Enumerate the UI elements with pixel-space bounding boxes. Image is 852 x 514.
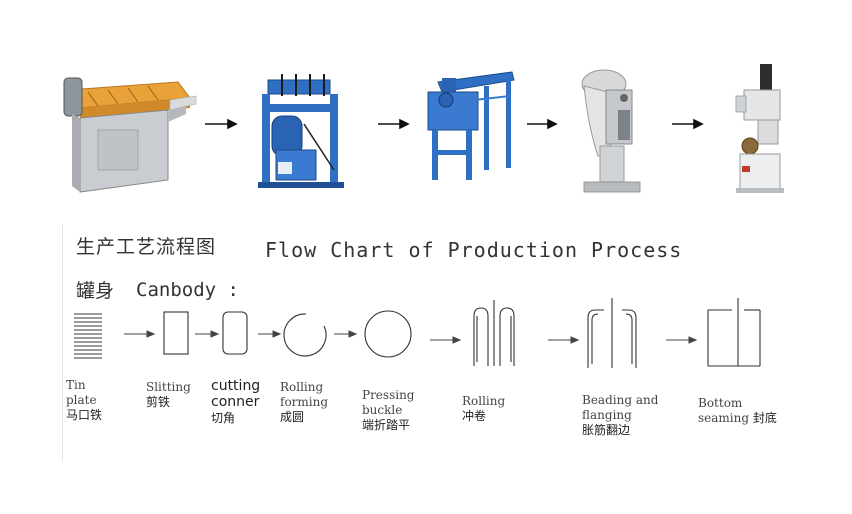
process-arrow-5 (430, 336, 462, 344)
step-en-2: flanging (582, 408, 632, 422)
step-en-1: Rolling (462, 394, 506, 408)
machine-arrow-4 (672, 118, 704, 130)
section-label-chinese: 罐身 (76, 280, 115, 302)
step-label-bottom-seaming: Bottom seaming 封底 (698, 396, 777, 426)
title-chinese: 生产工艺流程图 (76, 236, 217, 258)
process-arrow-3 (258, 330, 282, 338)
step-cn: 剪铁 (146, 395, 171, 409)
process-arrow-4 (334, 330, 358, 338)
tin-plate-symbol (74, 313, 102, 359)
step-label-rolling: Rolling 冲卷 (462, 394, 505, 424)
bottom-seaming-symbol (707, 298, 761, 367)
step-label-beading-flanging: Beading and flanging 胀筋翻边 (582, 393, 658, 438)
pressing-circle-symbol (364, 310, 412, 358)
step-en-2: forming (280, 395, 329, 409)
cut-corner-symbol (222, 311, 248, 355)
step-cn: 端折踏平 (362, 418, 411, 432)
step-en-2: seaming (698, 411, 750, 425)
step-en-1: Rolling (280, 380, 324, 394)
machine-arrow-1 (205, 118, 238, 130)
slit-sheet-symbol (163, 311, 189, 355)
process-diagram (74, 298, 761, 368)
beading-machine-image (581, 69, 641, 193)
step-en-1: Pressing (362, 388, 415, 402)
step-en-2: plate (66, 393, 97, 407)
process-arrow-6 (548, 336, 580, 344)
step-en-1: Bottom (698, 396, 743, 410)
step-en-1: Beading and (582, 393, 659, 407)
step-en-1: cutting (211, 378, 261, 394)
step-label-slitting: Slitting 剪铁 (146, 380, 191, 410)
seaming-machine-image (735, 64, 784, 193)
step-cn: 封底 (752, 411, 777, 425)
beading-flanging-symbol (587, 298, 637, 368)
step-en-2: buckle (362, 403, 403, 417)
slitting-machine-image (63, 77, 197, 193)
left-divider (62, 224, 63, 462)
step-cn: 胀筋翻边 (582, 423, 631, 437)
process-arrow-7 (666, 336, 698, 344)
blue-rolling-machine-image (427, 71, 515, 180)
step-cn: 冲卷 (462, 409, 487, 423)
machine-arrow-2 (378, 118, 410, 130)
title-english: Flow Chart of Production Process (265, 238, 683, 262)
step-en-1: Slitting (146, 380, 191, 394)
step-cn: 成圆 (280, 410, 305, 424)
section-label-english: Canbody : (136, 279, 239, 301)
blue-press-machine-image (258, 74, 344, 188)
step-label-tin-plate: Tin plate 马口铁 (66, 378, 102, 423)
process-arrow-1 (124, 330, 156, 338)
step-cn: 马口铁 (66, 408, 103, 422)
step-cn: 切角 (211, 411, 236, 425)
machine-arrow-3 (527, 118, 558, 130)
process-arrow-2 (195, 330, 220, 338)
rolling-circle-symbol (283, 313, 327, 357)
step-label-rolling-forming: Rolling forming 成圆 (280, 380, 328, 425)
machine-arrows (205, 118, 704, 130)
rolling-body-symbol (473, 300, 515, 366)
step-en-1: Tin (66, 378, 86, 392)
step-en-2: conner (211, 394, 260, 410)
step-label-cutting-conner: cutting conner 切角 (211, 378, 260, 426)
step-label-pressing-buckle: Pressing buckle 端折踏平 (362, 388, 414, 433)
